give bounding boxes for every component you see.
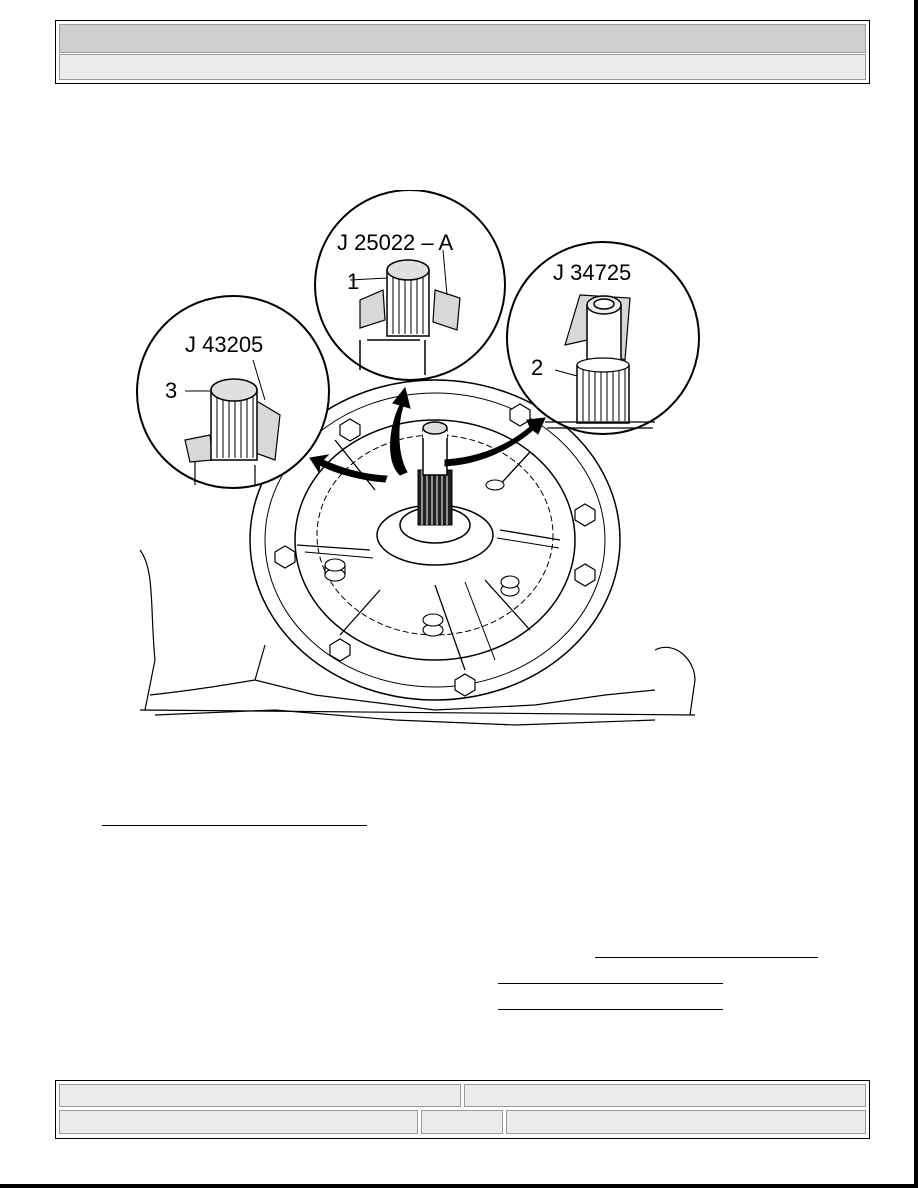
footer-mid-bottom xyxy=(421,1110,503,1134)
footer-right-bottom xyxy=(506,1110,866,1134)
detail-circle-left: J 43205 3 xyxy=(136,295,330,489)
callout-num-1: 1 xyxy=(347,269,359,294)
callout-tool-right: J 34725 xyxy=(553,260,631,285)
header-subtitle-bar xyxy=(59,54,866,80)
link-underline-4[interactable] xyxy=(498,1009,723,1010)
callout-tool-left: J 43205 xyxy=(185,332,263,357)
input-shaft xyxy=(376,421,494,566)
pump-bolts xyxy=(274,403,596,697)
pump-bosses xyxy=(324,479,520,637)
callout-num-2: 2 xyxy=(531,355,543,380)
direction-arrows xyxy=(309,386,546,483)
link-underline-3[interactable] xyxy=(498,983,723,984)
detail-circle-top: J 25022 – A 1 xyxy=(314,190,506,381)
header-title-bar xyxy=(59,24,866,53)
detail-circle-right: J 34725 2 xyxy=(506,241,700,435)
footer-left-top xyxy=(59,1084,461,1107)
footer-right-top xyxy=(464,1084,866,1107)
footer-left-bottom xyxy=(59,1110,418,1134)
page-header xyxy=(55,20,870,84)
callout-num-3: 3 xyxy=(165,378,177,403)
link-underline-1[interactable] xyxy=(102,825,367,826)
oil-pump-illustration: J 25022 – A 1 J 34725 2 J 43205 3 xyxy=(136,190,700,726)
page-footer xyxy=(55,1080,870,1139)
callout-tool-top: J 25022 – A xyxy=(337,230,454,255)
transmission-case-outline xyxy=(139,549,696,726)
link-underline-2[interactable] xyxy=(595,957,818,958)
